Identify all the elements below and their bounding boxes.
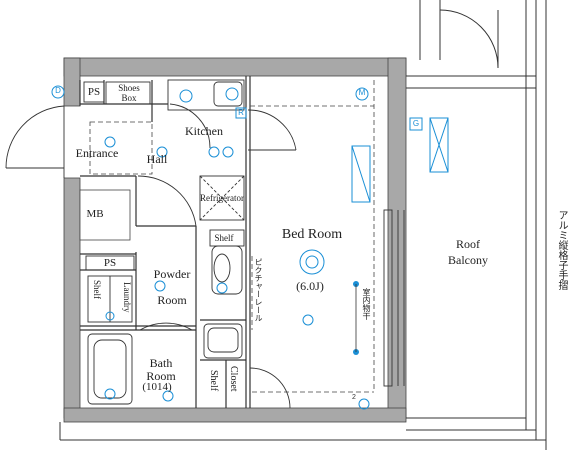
roof-label-2: Balcony bbox=[448, 253, 488, 267]
bath-label-2: Room bbox=[146, 369, 176, 383]
ps-mid-label: PS bbox=[103, 257, 117, 269]
r-marker: R bbox=[238, 108, 244, 117]
fixtures bbox=[83, 79, 245, 405]
powder-label-2: Room bbox=[157, 293, 187, 307]
laundry-label: Laundry bbox=[122, 282, 132, 313]
switch-marker: 2 bbox=[352, 394, 356, 401]
g-marker: G bbox=[412, 119, 420, 128]
shoes-box-label-2: Box bbox=[121, 93, 137, 103]
interior-walls bbox=[79, 76, 251, 408]
building-outline bbox=[59, 0, 547, 450]
bath-size-label: (1014) bbox=[142, 381, 172, 393]
roof-label-1: Roof bbox=[456, 237, 480, 251]
dashed-lines bbox=[89, 80, 375, 393]
railing-note-label: アルミ縦格子手摺 bbox=[556, 210, 567, 290]
shelf-closet-label-2: Closet bbox=[228, 366, 239, 392]
shelf-closet-label-1: Shelf bbox=[208, 370, 219, 392]
d-marker: D bbox=[55, 86, 61, 95]
indoor-dryer-label: 室内物干 bbox=[362, 288, 371, 320]
balcony-window bbox=[383, 209, 405, 387]
picture-rail-label: ピクチャーレール bbox=[254, 258, 263, 322]
entrance-label: Entrance bbox=[75, 146, 119, 160]
bedroom-label: Bed Room bbox=[281, 227, 343, 242]
m-marker: M bbox=[358, 88, 366, 97]
markers bbox=[51, 85, 369, 101]
mb-label: MB bbox=[86, 208, 104, 220]
electrical bbox=[104, 87, 449, 410]
bath-label-1: Bath bbox=[149, 356, 173, 370]
walls bbox=[63, 57, 407, 423]
ps-top-label: PS bbox=[87, 86, 101, 98]
refrigerator-label: Refrigerator bbox=[200, 193, 244, 203]
hall-label: Hall bbox=[146, 152, 168, 166]
shelf-top-label: Shelf bbox=[214, 233, 234, 243]
shoes-box-label-1: Shoes bbox=[118, 83, 140, 93]
bedroom-size-label: (6.0J) bbox=[296, 279, 324, 293]
shelf-left-label: Shelf bbox=[92, 280, 102, 299]
doors bbox=[5, 103, 297, 409]
powder-label-1: Powder bbox=[153, 267, 191, 281]
kitchen-label: Kitchen bbox=[185, 124, 223, 138]
